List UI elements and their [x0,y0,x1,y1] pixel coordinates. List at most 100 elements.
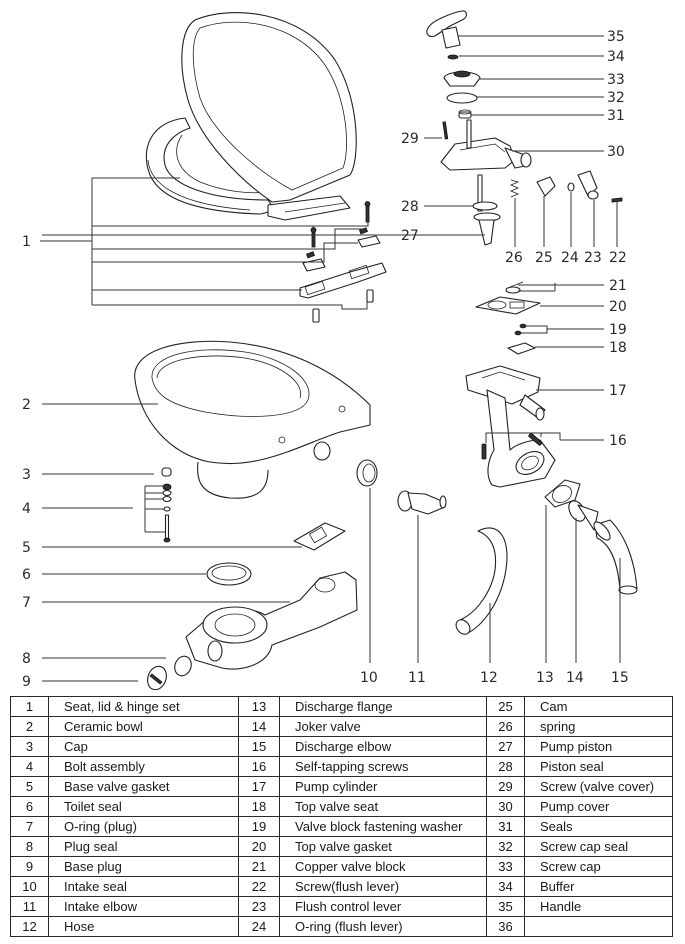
part-o-ring-flush-lever [567,182,575,192]
part-pump-cylinder [465,365,556,488]
callout-19: 19 [609,322,627,338]
part-name-cell: Screw (valve cover) [524,776,673,797]
part-cam [536,176,556,197]
part-number-cell: 12 [10,916,49,937]
callout-20: 20 [609,299,627,315]
callout-6: 6 [22,567,31,583]
part-name-cell: Copper valve block [279,856,487,877]
part-number-cell: 11 [10,896,49,917]
part-number-cell: 32 [486,836,525,857]
part-number-cell: 29 [486,776,525,797]
part-intake-elbow [397,490,447,515]
part-number-cell: 26 [486,716,525,737]
part-spring [509,179,520,198]
part-name-cell: Valve block fastening washer [279,816,487,837]
part-name-cell: Plug seal [48,836,239,857]
part-name-cell: Flush control lever [279,896,487,917]
part-name-cell: Piston seal [524,756,673,777]
callout-8: 8 [22,651,31,667]
callout-25: 25 [535,250,553,266]
hinge-screw-icon [364,201,371,223]
part-number-cell: 2 [10,716,49,737]
part-ceramic-bowl [134,340,371,499]
part-name-cell: Bolt assembly [48,756,239,777]
part-base-valve-gasket [293,522,346,551]
part-number-cell: 34 [486,876,525,897]
part-number-cell: 15 [238,736,280,757]
part-name-cell: Screw(flush lever) [279,876,487,897]
callout-17: 17 [609,383,627,399]
callout-18: 18 [609,340,627,356]
leader-line-21 [518,283,604,292]
part-name-cell: Handle [524,896,673,917]
leader-line-4 [42,485,165,533]
part-pump-cover [440,119,532,171]
part-number-cell: 22 [238,876,280,897]
part-top-valve-gasket [475,296,541,315]
part-name-cell: Cap [48,736,239,757]
part-name-cell: Screw cap seal [524,836,673,857]
callout-15: 15 [611,670,629,686]
callout-21: 21 [609,278,627,294]
part-number-cell: 27 [486,736,525,757]
part-screw-flush-lever [611,197,623,203]
part-screw-valve-cover [442,121,449,140]
part-self-tapping-screws [481,432,543,460]
part-joker-valve [568,500,599,531]
callout-33: 33 [607,72,625,88]
part-number-cell: 1 [10,696,49,717]
callout-27: 27 [401,228,419,244]
part-number-cell: 14 [238,716,280,737]
part-number-cell: 9 [10,856,49,877]
callout-10: 10 [360,670,378,686]
part-number-cell: 21 [238,856,280,877]
callout-4: 4 [22,501,31,517]
part-copper-valve-block [505,281,524,294]
part-buffer [447,54,459,60]
part-screw-cap [443,70,481,87]
part-number-cell: 3 [10,736,49,757]
part-cap [161,467,172,477]
part-number-cell: 8 [10,836,49,857]
callout-11: 11 [408,670,426,686]
part-number-cell: 36 [486,916,525,937]
callout-9: 9 [22,674,31,690]
part-name-cell: Pump piston [524,736,673,757]
part-number-cell: 35 [486,896,525,917]
part-name-cell: Base valve gasket [48,776,239,797]
callout-2: 2 [22,397,31,413]
part-name-cell: Buffer [524,876,673,897]
callout-13: 13 [536,670,554,686]
part-name-cell: Seat, lid & hinge set [48,696,239,717]
part-base-housing [185,571,358,670]
hinge-screw-icon [310,227,317,248]
callout-28: 28 [401,199,419,215]
part-number-cell: 23 [238,896,280,917]
callout-35: 35 [607,29,625,45]
part-number-cell: 7 [10,816,49,837]
callout-31: 31 [607,108,625,124]
part-bolt-assembly [162,483,172,543]
part-number-cell: 16 [238,756,280,777]
part-number-cell: 5 [10,776,49,797]
part-number-cell: 24 [238,916,280,937]
part-number-cell: 4 [10,756,49,777]
part-top-valve-seat [507,342,536,355]
part-name-cell: Discharge elbow [279,736,487,757]
part-number-cell: 10 [10,876,49,897]
callout-24: 24 [561,250,579,266]
callout-23: 23 [584,250,602,266]
part-base-plug [147,665,167,690]
part-name-cell: Base plug [48,856,239,877]
